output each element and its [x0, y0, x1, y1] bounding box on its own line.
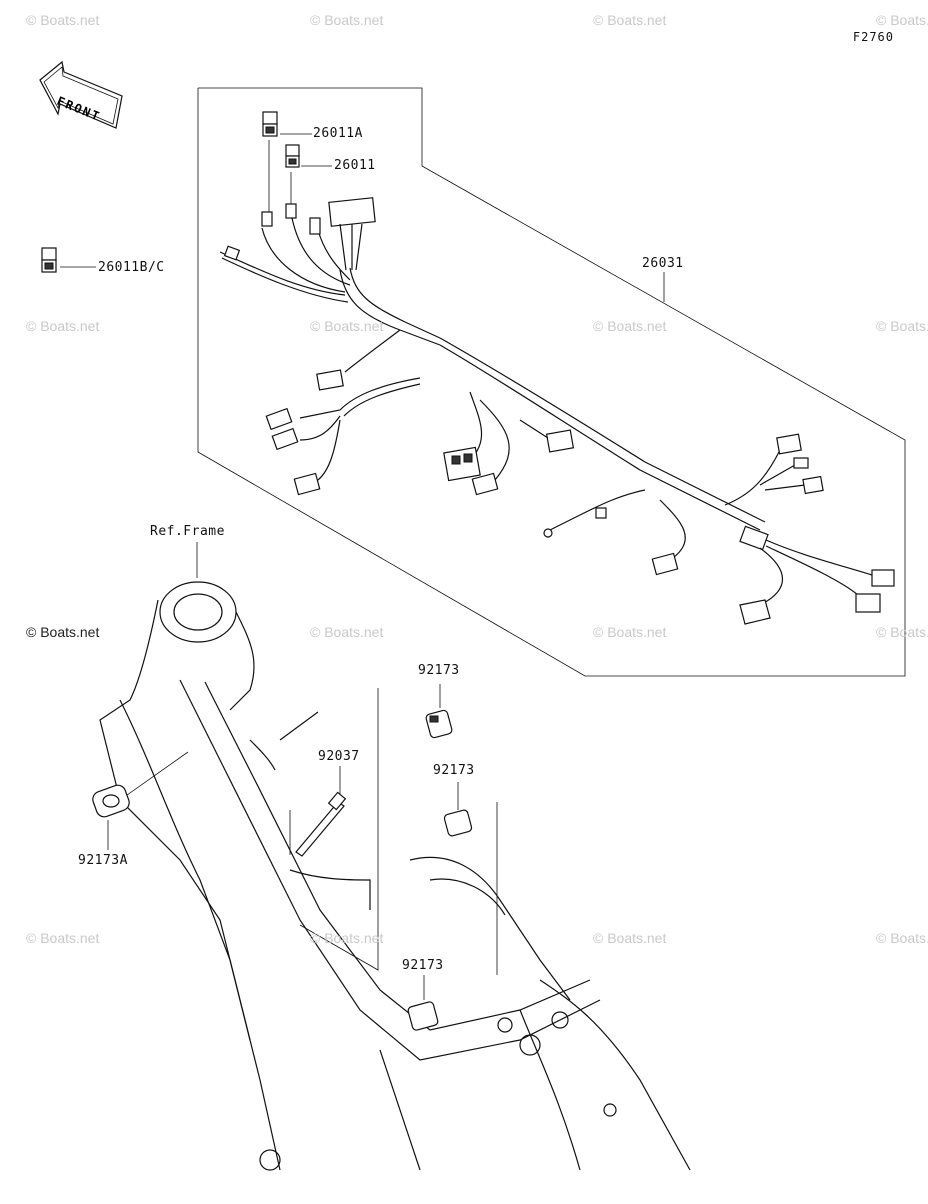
watermark: © Boats.net — [26, 12, 100, 28]
connector-26011-icon — [285, 144, 300, 168]
watermark: © Boats.net — [593, 12, 667, 28]
watermark: © Boats.net — [593, 930, 667, 946]
part-label-92173-middle: 92173 — [433, 763, 475, 778]
front-label: FRONT — [55, 94, 103, 124]
ref-frame-label: Ref.Frame — [150, 524, 225, 539]
watermark: © Boats.net — [310, 930, 384, 946]
watermark: © Boats.net — [310, 624, 384, 640]
part-label-26011bc: 26011B/C — [98, 260, 165, 275]
watermark-dark: © Boats.net — [26, 624, 100, 640]
grommet-92173-middle-icon — [443, 809, 473, 837]
watermark: © Boats.net — [593, 624, 667, 640]
part-label-92173a: 92173A — [78, 853, 128, 868]
connector-26011bc-icon — [41, 247, 57, 273]
harness-boundary — [197, 87, 906, 677]
part-label-26011: 26011 — [334, 158, 376, 173]
connector-26011a-icon — [262, 111, 278, 137]
watermark: © Boats.net — [876, 624, 928, 640]
watermark: © Boats.net — [310, 318, 384, 334]
watermark: © Boats.net — [876, 318, 928, 334]
part-label-26031: 26031 — [642, 256, 684, 271]
watermark: © Boats.net — [26, 930, 100, 946]
leader-lines — [60, 133, 665, 1000]
grommet-92173-upper-icon — [425, 709, 453, 739]
wiring-harness — [219, 197, 895, 625]
watermark: © Boats.net — [26, 318, 100, 334]
part-label-92037: 92037 — [318, 749, 360, 764]
front-arrow-icon — [39, 60, 123, 129]
part-label-26011a: 26011A — [313, 126, 363, 141]
part-label-92173-lower: 92173 — [402, 958, 444, 973]
watermark: © Boats.net — [876, 12, 928, 28]
clamp-92037-icon — [295, 791, 347, 857]
motorcycle-frame — [99, 581, 691, 1171]
watermark: © Boats.net — [310, 12, 384, 28]
watermark: © Boats.net — [593, 318, 667, 334]
grommet-92173a-icon — [92, 784, 130, 818]
watermark: © Boats.net — [876, 930, 928, 946]
diagram-code: F2760 — [852, 30, 894, 44]
part-label-92173-upper: 92173 — [418, 663, 460, 678]
grommet-92173-lower-icon — [407, 1001, 439, 1031]
